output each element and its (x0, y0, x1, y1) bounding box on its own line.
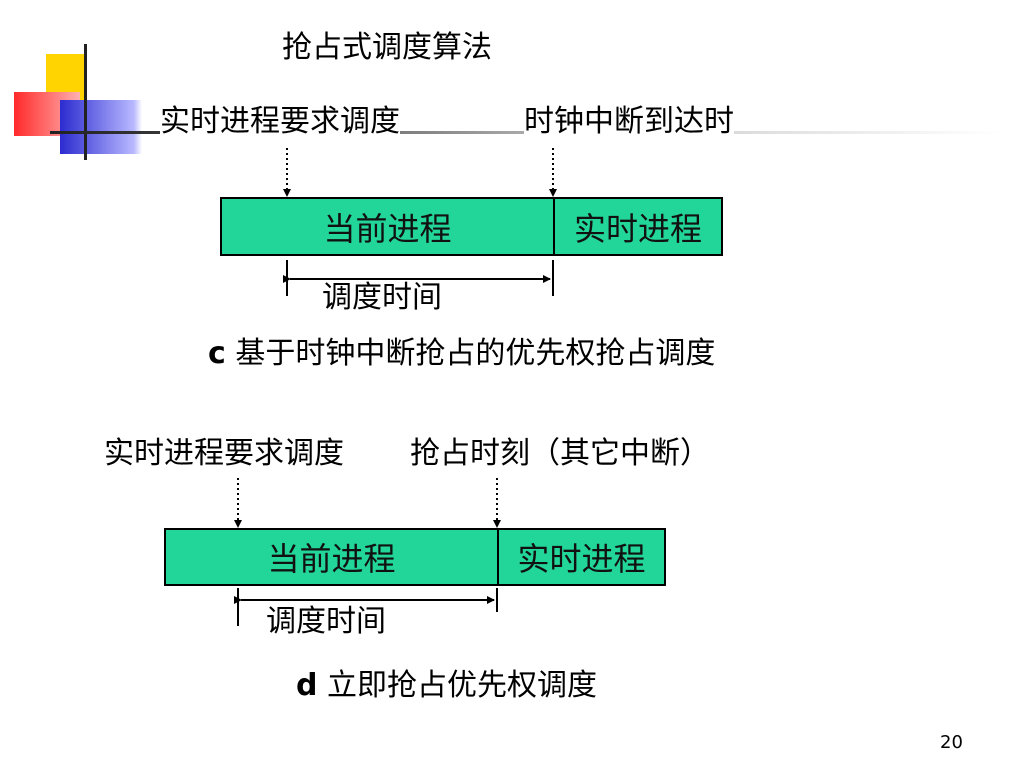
d-caption-text: 立即抢占优先权调度 (317, 668, 598, 703)
d-schedule-time: 调度时间 (266, 604, 386, 639)
c-caption-text: 基于时钟中断抢占的优先权抢占调度 (225, 336, 716, 371)
c-caption-letter: c (208, 336, 226, 371)
c-current-process: 当前进程 (323, 209, 452, 248)
page-title: 抢占式调度算法 (282, 30, 492, 65)
c-realtime-process: 实时进程 (573, 209, 702, 248)
d-request-label: 实时进程要求调度 (104, 436, 344, 471)
c-event-label: 时钟中断到达时 (524, 104, 734, 140)
deco-blue-square (60, 100, 142, 154)
d-caption: d 立即抢占优先权调度 (296, 668, 597, 704)
deco-vertical-line (84, 44, 87, 160)
d-event-label: 抢占时刻（其它中断） (410, 436, 710, 471)
c-request-label: 实时进程要求调度 (160, 104, 400, 140)
d-realtime-process: 实时进程 (517, 540, 646, 578)
d-caption-letter: d (296, 668, 318, 703)
c-caption: c 基于时钟中断抢占的优先权抢占调度 (208, 336, 715, 372)
d-bar-separator (497, 530, 499, 584)
c-process-bar: 当前进程 实时进程 (220, 197, 723, 256)
d-current-process: 当前进程 (267, 540, 396, 578)
page-number: 20 (940, 732, 963, 753)
c-schedule-time: 调度时间 (322, 280, 442, 315)
d-process-bar: 当前进程 实时进程 (164, 528, 666, 586)
c-bar-separator (553, 199, 555, 254)
